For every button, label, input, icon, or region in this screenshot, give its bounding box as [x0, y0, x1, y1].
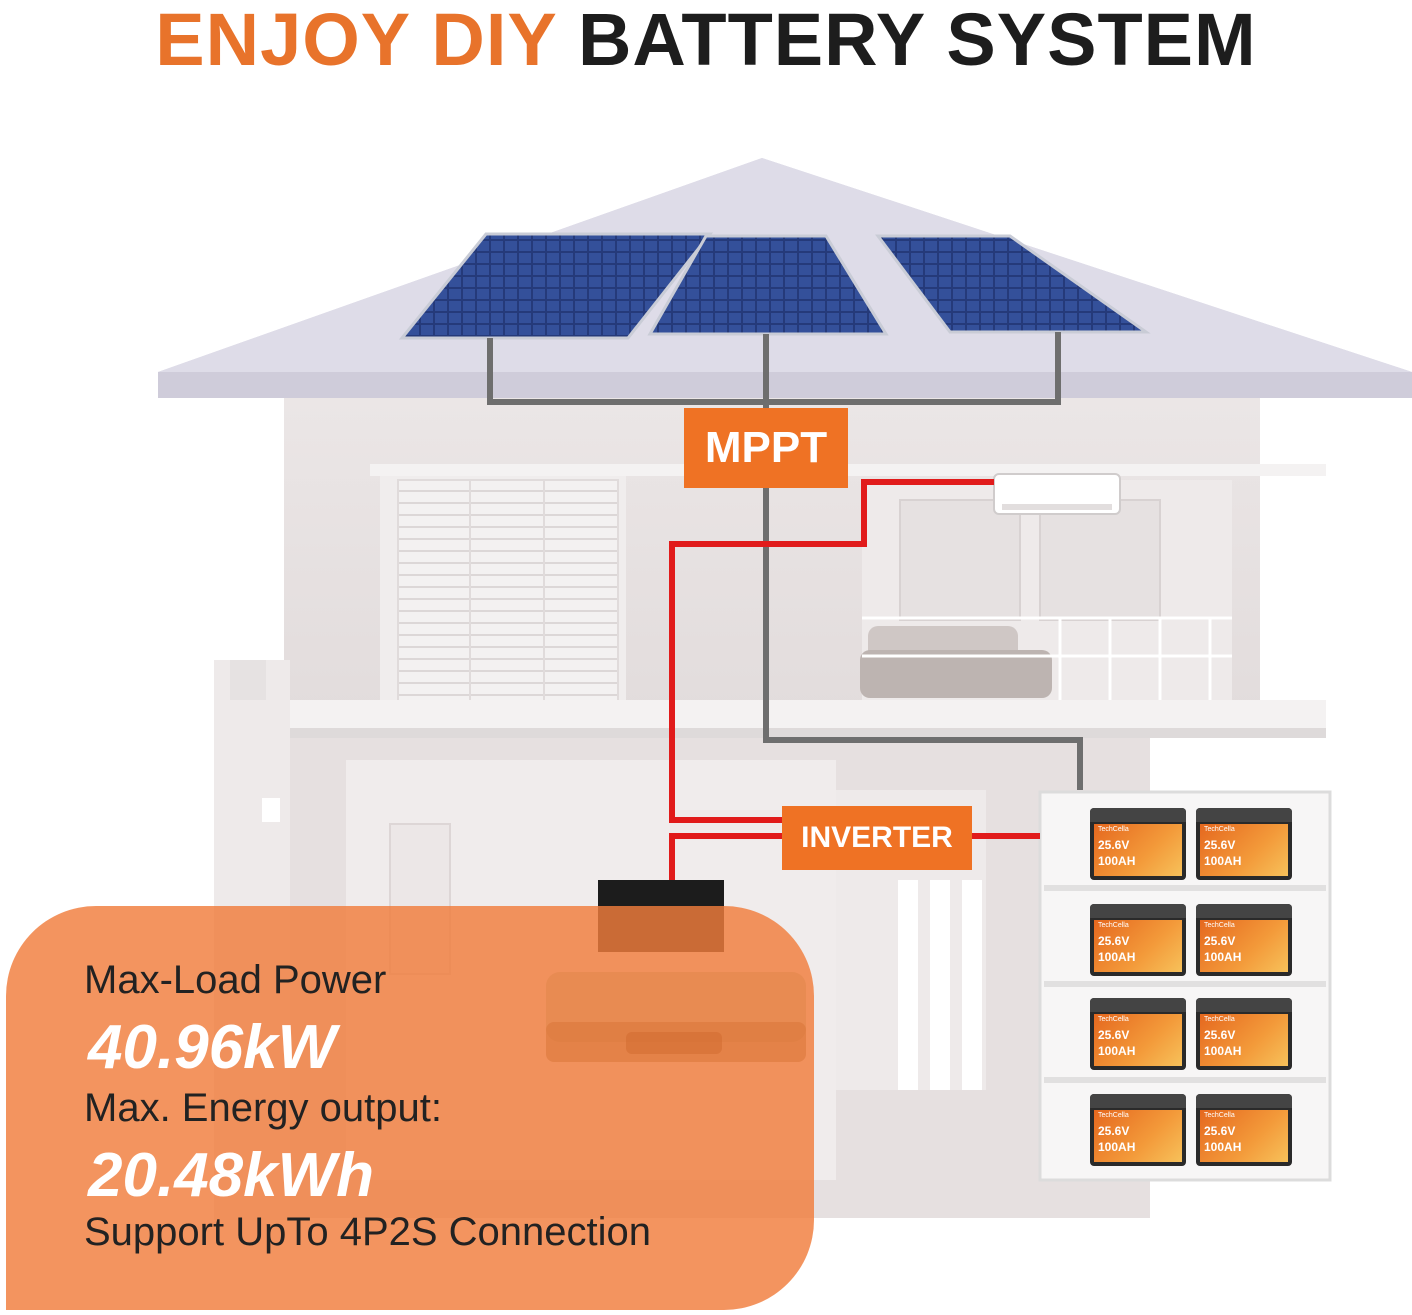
- battery-capacity: 100AH: [1204, 1044, 1242, 1058]
- battery-brand: TechCella: [1204, 826, 1235, 833]
- battery-capacity: 100AH: [1098, 1140, 1136, 1154]
- battery-voltage: 25.6V: [1204, 1124, 1236, 1138]
- battery-voltage: 25.6V: [1204, 1028, 1236, 1042]
- battery-brand: TechCella: [1098, 826, 1129, 833]
- energy-label: Max. Energy output:: [84, 1086, 442, 1130]
- max-load-value: 40.96kW: [88, 1013, 337, 1082]
- battery-module: TechCella 25.6V 100AH: [1090, 1094, 1186, 1166]
- battery-module: TechCella 25.6V 100AH: [1196, 1094, 1292, 1166]
- load-wires: [669, 479, 1040, 880]
- battery-voltage: 25.6V: [1204, 838, 1236, 852]
- battery-module: TechCella 25.6V 100AH: [1090, 808, 1186, 880]
- battery-capacity: 100AH: [1204, 854, 1242, 868]
- battery-shelves: [1044, 885, 1326, 1083]
- inverter-label: INVERTER: [782, 806, 972, 870]
- max-load-label: Max-Load Power: [84, 958, 387, 1002]
- bed-icon: [860, 626, 1052, 698]
- sofa-icon: [546, 972, 806, 1062]
- battery-capacity: 100AH: [1098, 854, 1136, 868]
- title-main: BATTERY SYSTEM: [577, 0, 1257, 81]
- shutter-window: [397, 479, 619, 721]
- air-conditioner-icon: [993, 473, 1121, 515]
- balcony-railing: [862, 616, 1232, 700]
- wall-lamp-icon: [262, 798, 280, 822]
- title-highlight: ENJOY DIY: [155, 0, 557, 81]
- battery-voltage: 25.6V: [1098, 934, 1130, 948]
- solar-panels: [398, 232, 1151, 340]
- battery-brand: TechCella: [1204, 922, 1235, 929]
- battery-module: TechCella 25.6V 100AH: [1090, 998, 1186, 1070]
- battery-voltage: 25.6V: [1204, 934, 1236, 948]
- energy-value: 20.48kWh: [88, 1141, 375, 1210]
- spec-panel: Max-Load Power 40.96kW Max. Energy outpu…: [6, 906, 814, 1310]
- battery-brand: TechCella: [1098, 1112, 1129, 1119]
- battery-brand: TechCella: [1204, 1112, 1235, 1119]
- battery-voltage: 25.6V: [1098, 1028, 1130, 1042]
- battery-voltage: 25.6V: [1098, 1124, 1130, 1138]
- battery-module: TechCella 25.6V 100AH: [1196, 808, 1292, 880]
- battery-capacity: 100AH: [1204, 950, 1242, 964]
- support-text: Support UpTo 4P2S Connection: [84, 1210, 652, 1254]
- battery-brand: TechCella: [1204, 1016, 1235, 1023]
- battery-module: TechCella 25.6V 100AH: [1196, 998, 1292, 1070]
- solar-wires: [487, 332, 1083, 790]
- mppt-label: MPPT: [684, 408, 848, 488]
- battery-capacity: 100AH: [1098, 1044, 1136, 1058]
- battery-module: TechCella 25.6V 100AH: [1090, 904, 1186, 976]
- battery-capacity: 100AH: [1204, 1140, 1242, 1154]
- battery-brand: TechCella: [1098, 922, 1129, 929]
- battery-module: TechCella 25.6V 100AH: [1196, 904, 1292, 976]
- battery-capacity: 100AH: [1098, 950, 1136, 964]
- battery-brand: TechCella: [1098, 1016, 1129, 1023]
- battery-voltage: 25.6V: [1098, 838, 1130, 852]
- page-title: ENJOY DIY BATTERY SYSTEM: [0, 0, 1412, 80]
